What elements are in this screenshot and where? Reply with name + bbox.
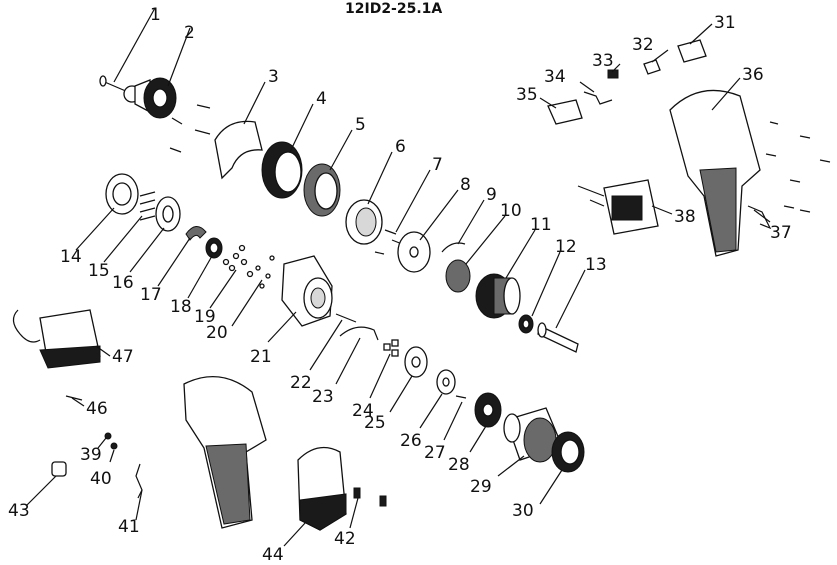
callout-3: 3 (268, 67, 279, 87)
part-battery-contacts (353, 487, 387, 507)
callout-32: 32 (632, 35, 654, 55)
part-bushing (205, 237, 223, 259)
diagram-title: 12ID2-25.1A (345, 1, 442, 17)
callout-1: 1 (150, 5, 161, 25)
part-motor (503, 407, 563, 463)
part-gear-ring (445, 259, 471, 293)
part-lock-clip (185, 226, 207, 241)
callout-13: 13 (585, 255, 607, 275)
part-clutch-pins (139, 191, 156, 221)
callout-17: 17 (140, 285, 162, 305)
callout-37: 37 (770, 223, 792, 243)
callout-18: 18 (170, 297, 192, 317)
callout-23: 23 (312, 387, 334, 407)
callout-27: 27 (424, 443, 446, 463)
callout-6: 6 (395, 137, 406, 157)
callout-41: 41 (118, 517, 140, 537)
part-switch (577, 179, 659, 235)
callout-2: 2 (184, 23, 195, 43)
callout-20: 20 (206, 323, 228, 343)
callout-33: 33 (592, 51, 614, 71)
part-sleeve (51, 461, 67, 477)
part-wire-spring (339, 326, 379, 341)
callout-21: 21 (250, 347, 272, 367)
callout-16: 16 (112, 273, 134, 293)
part-clutch-bracket (214, 120, 263, 180)
part-housing-half-right (669, 89, 761, 257)
callout-11: 11 (530, 215, 552, 235)
callout-29: 29 (470, 477, 492, 497)
part-screw-39-40 (104, 432, 118, 450)
callout-9: 9 (486, 185, 497, 205)
callout-25: 25 (364, 413, 386, 433)
part-front-plate (105, 173, 139, 215)
part-keyless-chuck (123, 77, 177, 119)
part-planet-gears (383, 339, 399, 357)
callout-12: 12 (555, 237, 577, 257)
part-screwdriver-bit (65, 395, 83, 401)
part-led (607, 69, 619, 79)
part-charger (12, 309, 101, 369)
callout-35: 35 (516, 85, 538, 105)
part-retaining-clip (441, 242, 466, 253)
part-torque-collar (261, 141, 303, 199)
part-steel-balls-small (255, 255, 275, 289)
callout-5: 5 (355, 115, 366, 135)
callout-31: 31 (714, 13, 736, 33)
part-direction-lever (547, 99, 583, 125)
callout-24: 24 (352, 401, 374, 421)
callout-38: 38 (674, 207, 696, 227)
callout-30: 30 (512, 501, 534, 521)
part-clutch-cup (345, 199, 383, 245)
callout-43: 43 (8, 501, 30, 521)
part-led-lens (643, 59, 661, 75)
callout-46: 46 (86, 399, 108, 419)
callout-22: 22 (290, 373, 312, 393)
callout-7: 7 (432, 155, 443, 175)
part-clutch-ring (303, 163, 341, 217)
part-motor-screw (455, 395, 467, 399)
callout-group: 1 2 3 4 5 6 7 8 9 10 11 12 13 14 15 16 1… (8, 5, 792, 565)
part-screw-group-b (765, 121, 831, 213)
part-hook-spring (135, 463, 143, 499)
part-spindle (537, 322, 579, 353)
part-belt-clip (677, 39, 707, 63)
part-ring-plate (155, 196, 181, 232)
part-gear-housing (281, 255, 333, 327)
callout-47: 47 (112, 347, 134, 367)
part-bearing (518, 314, 534, 334)
callout-4: 4 (316, 89, 327, 109)
part-planetary-gearbox (475, 273, 521, 319)
part-motor-cover (551, 431, 585, 473)
callout-28: 28 (448, 455, 470, 475)
callout-44: 44 (262, 545, 284, 565)
part-screw-group-a (169, 104, 211, 153)
part-spring-contact (583, 91, 613, 105)
callout-15: 15 (88, 261, 110, 281)
part-washer-plate (397, 231, 431, 273)
callout-8: 8 (460, 175, 471, 195)
part-bit-clip (747, 205, 772, 230)
callout-26: 26 (400, 431, 422, 451)
callout-42: 42 (334, 529, 356, 549)
part-steel-balls (222, 244, 254, 278)
callout-34: 34 (544, 67, 566, 87)
part-battery-pack (297, 446, 347, 531)
callout-19: 19 (194, 307, 216, 327)
part-gasket (404, 346, 428, 378)
callout-14: 14 (60, 247, 82, 267)
callout-39: 39 (80, 445, 102, 465)
part-chuck-screw (99, 75, 129, 93)
callout-10: 10 (500, 201, 522, 221)
callout-40: 40 (90, 469, 112, 489)
callout-36: 36 (742, 65, 764, 85)
part-washer (436, 369, 456, 395)
part-pin (335, 313, 357, 323)
part-motor-plate (474, 392, 502, 428)
part-housing-half-left (183, 376, 267, 529)
